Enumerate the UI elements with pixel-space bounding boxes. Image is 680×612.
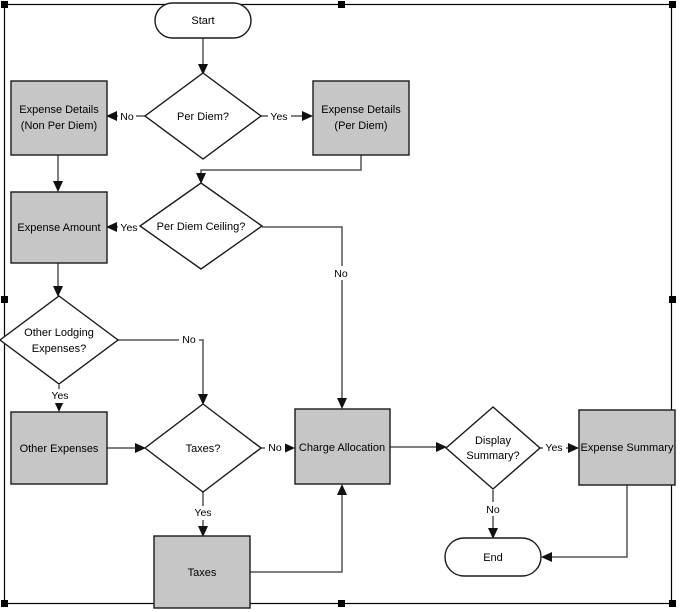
edge-display-no[interactable]: No [483,490,503,539]
edge-ceiling-no[interactable]: No [262,226,351,409]
node-label-expense-summary: Expense Summary [581,442,674,454]
edge-display-yes[interactable]: Yes [540,440,579,454]
node-label-charge-allocation: Charge Allocation [299,442,385,454]
node-display-summary-decision[interactable]: Display Summary? [444,406,542,490]
node-label-other-lodging-line1: Other Lodging [24,327,94,339]
node-label-per-diem-ceiling: Per Diem Ceiling? [157,221,246,233]
node-label-per-diem: Per Diem? [177,111,229,123]
node-taxes[interactable]: Taxes [153,535,251,609]
node-label-expense-details-non-per-diem-line2: (Non Per Diem) [21,120,97,132]
edge-start-to-per-diem[interactable] [198,38,208,75]
edge-label-ceiling-no: No [334,268,348,280]
edge-lodging-no[interactable]: No [118,332,208,405]
edge-label-display-yes: Yes [545,442,562,454]
handle-top-right[interactable] [669,1,676,8]
node-other-lodging-expenses-decision[interactable]: Other Lodging Expenses? [0,295,120,385]
handle-top-center[interactable] [338,1,345,8]
node-expense-summary[interactable]: Expense Summary [578,409,676,486]
node-per-diem-ceiling-decision[interactable]: Per Diem Ceiling? [138,182,264,270]
node-label-expense-amount: Expense Amount [17,222,100,234]
edge-label-lodging-no: No [182,334,196,346]
node-label-taxes: Taxes [188,567,217,579]
node-label-other-expenses: Other Expenses [20,443,99,455]
handle-bottom-right[interactable] [669,600,676,607]
edge-charge-to-display[interactable] [390,442,447,452]
node-label-start: Start [191,15,214,27]
edge-ceiling-yes[interactable]: Yes [106,220,141,234]
node-label-expense-details-non-per-diem-line1: Expense Details [19,104,99,116]
handle-middle-left[interactable] [1,296,8,303]
edge-label-ceiling-yes: Yes [120,222,137,234]
edge-taxes-yes[interactable]: Yes [192,492,215,537]
node-expense-details-per-diem[interactable]: Expense Details (Per Diem) [312,80,410,156]
edge-per-diem-yes[interactable]: Yes [261,109,313,123]
edge-non-per-diem-to-amount[interactable] [53,155,63,192]
node-start[interactable]: Start [154,2,252,39]
edge-taxes-to-charge-allocation[interactable] [250,484,347,573]
node-label-end: End [483,552,503,564]
node-label-expense-details-per-diem-line1: Expense Details [321,104,401,116]
node-charge-allocation[interactable]: Charge Allocation [294,408,391,485]
node-taxes-decision[interactable]: Taxes? [143,403,263,493]
edge-label-taxes-yes: Yes [194,507,211,519]
edge-per-diem-no[interactable]: No [106,109,146,123]
edge-label-per-diem-no: No [120,111,134,123]
node-label-display-summary-line2: Summary? [466,450,519,462]
edge-amount-to-lodging[interactable] [53,263,63,297]
handle-bottom-left[interactable] [1,600,8,607]
edge-lodging-yes[interactable]: Yes [50,385,73,412]
edge-layer: No Yes [50,38,628,573]
edge-label-per-diem-yes: Yes [270,111,287,123]
node-label-other-lodging-line2: Expenses? [32,343,86,355]
handle-bottom-center[interactable] [338,600,345,607]
node-other-expenses[interactable]: Other Expenses [10,411,108,485]
edge-per-diem-details-to-ceiling[interactable] [196,155,362,184]
node-per-diem-decision[interactable]: Per Diem? [143,72,263,160]
edge-taxes-no[interactable]: No [261,440,295,454]
edge-summary-to-end[interactable] [541,485,628,562]
node-label-expense-details-per-diem-line2: (Per Diem) [334,120,387,132]
edge-label-taxes-no: No [268,442,282,454]
node-label-display-summary-line1: Display [475,435,512,447]
node-expense-details-non-per-diem[interactable]: Expense Details (Non Per Diem) [10,80,108,156]
node-label-taxes-decision: Taxes? [186,443,221,455]
edge-other-expenses-to-taxes-decision[interactable] [106,443,146,453]
node-end[interactable]: End [444,537,542,577]
node-expense-amount[interactable]: Expense Amount [10,191,108,264]
edge-label-lodging-yes: Yes [51,390,68,402]
handle-middle-right[interactable] [669,296,676,303]
edge-label-display-no: No [486,504,500,516]
handle-top-left[interactable] [1,1,8,8]
